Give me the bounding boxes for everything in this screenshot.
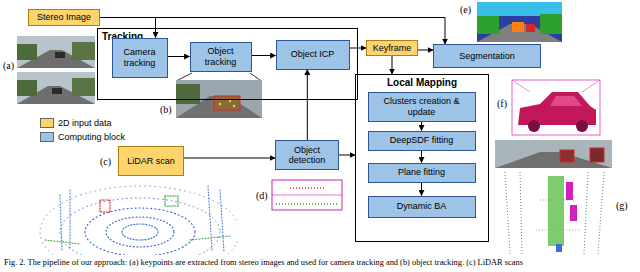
process-box: Camera tracking: [112, 38, 168, 78]
process-box: Object ICP: [276, 40, 350, 70]
process-box: Plane fitting: [368, 163, 476, 183]
node-text: Local Mapping: [356, 77, 488, 88]
group-frame: Local MappingClusters creation & updateD…: [355, 74, 489, 242]
callout-label: (c): [100, 156, 111, 167]
callout-label: (b): [160, 104, 172, 115]
connector-arrow: [307, 70, 308, 141]
stereo-photos: [17, 36, 95, 104]
input-box: Keyframe: [366, 40, 418, 56]
node-text: Stereo Image: [37, 12, 91, 22]
callout-label: (g): [616, 200, 628, 211]
segmentation-image: [477, 2, 562, 42]
legend-text: 2D input data: [58, 118, 112, 128]
node-text: Camera tracking: [116, 47, 164, 67]
connector-arrow: [421, 183, 422, 196]
detection-box: [272, 180, 342, 210]
connector-arrow: [392, 56, 393, 74]
node-text: Object tracking: [194, 46, 248, 66]
process-box: Object detection: [275, 140, 339, 170]
callout-label: (d): [256, 190, 268, 201]
node-text: Dynamic BA: [397, 201, 447, 211]
map-output: [495, 140, 612, 254]
group-frame: TrackingCamera trackingObject trackingOb…: [97, 28, 358, 100]
input-box: LiDAR scan: [118, 146, 184, 176]
connector-arrow: [421, 122, 422, 131]
node-text: Plane fitting: [398, 167, 445, 177]
legend-row: 2D input data: [40, 118, 112, 128]
process-box: Dynamic BA: [368, 196, 476, 218]
node-text: Object detection: [279, 145, 335, 165]
callout-label: (a): [3, 60, 14, 71]
process-box: DeepSDF fitting: [368, 131, 476, 151]
connector-arrow: [184, 158, 275, 159]
legend-row: Computing block: [40, 132, 125, 142]
connector-arrow: [339, 155, 355, 156]
object-photo: [176, 73, 262, 118]
legend-text: Computing block: [58, 132, 125, 142]
process-box: Object tracking: [190, 42, 252, 72]
node-text: Segmentation: [459, 51, 515, 61]
connector-arrow: [168, 56, 190, 57]
callout-label: (e): [460, 4, 471, 15]
input-box: Stereo Image: [28, 9, 100, 26]
car-mesh: [512, 80, 600, 135]
node-text: LiDAR scan: [127, 156, 175, 166]
connector-arrow: [421, 151, 422, 163]
node-text: Object ICP: [291, 49, 335, 59]
lidar-scatter: [40, 186, 238, 255]
process-box: Segmentation: [433, 44, 541, 68]
legend-swatch: [40, 132, 54, 142]
legend-swatch: [40, 118, 54, 128]
node-text: Clusters creation & update: [372, 96, 472, 116]
connector-arrow: [418, 50, 433, 51]
node-text: DeepSDF fitting: [390, 135, 454, 145]
figure-caption: Fig. 2. The pipeline of our approach: (a…: [4, 258, 523, 267]
process-box: Clusters creation & update: [368, 92, 476, 122]
connector-arrow: [252, 55, 276, 56]
node-text: Keyframe: [373, 43, 412, 53]
callout-label: (f): [497, 98, 507, 109]
